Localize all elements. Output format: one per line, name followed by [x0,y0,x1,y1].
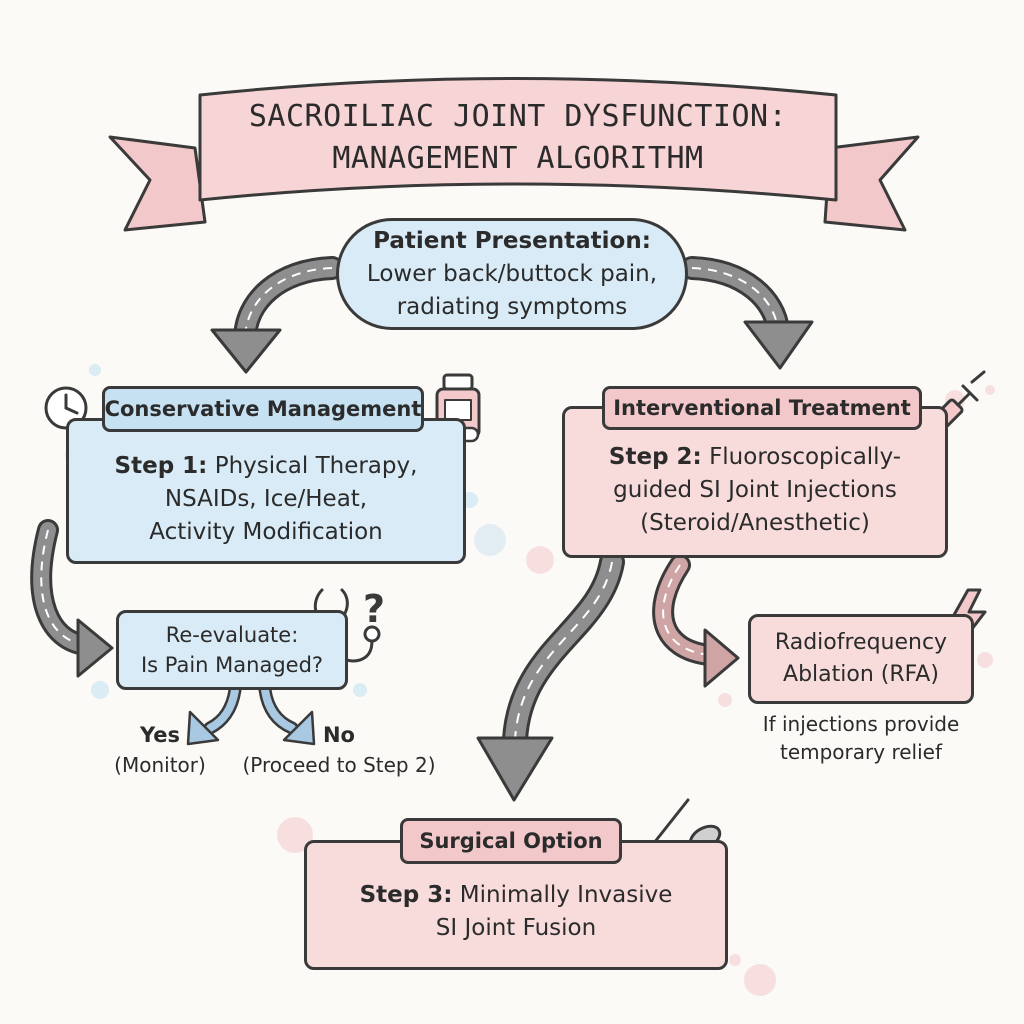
interventional-treatment-tag: Interventional Treatment [602,386,922,430]
rfa-note-line-1: If injections provide [762,712,960,736]
title-line-1: SACROILIAC JOINT DYSFUNCTION: [248,99,788,134]
presentation-line-2: radiating symptoms [396,293,628,320]
conservative-line-2: NSAIDs, Ice/Heat, [164,485,368,512]
interventional-tag-label: Interventional Treatment [613,396,911,420]
conservative-step-label: Step 1: [114,452,208,479]
rfa-line-1: Radiofrequency [774,630,948,655]
no-sub: (Proceed to Step 2) [242,753,436,777]
surgical-line-2: SI Joint Fusion [435,915,597,941]
yes-branch-label: Yes (Monitor) [100,720,220,780]
banner-left-tail [108,135,207,232]
surgical-step-text: Minimally Invasive [459,882,673,908]
surgical-option-tag: Surgical Option [400,818,622,864]
page-title: SACROILIAC JOINT DYSFUNCTION: MANAGEMENT… [200,96,836,180]
conservative-line-3: Activity Modification [149,518,383,545]
arrow-to-reevaluate [30,519,114,678]
conservative-management-tag: Conservative Management [102,386,424,432]
rfa-note-line-2: temporary relief [779,740,942,764]
surgical-option-node[interactable]: Step 3: Minimally Invasive SI Joint Fusi… [304,840,728,970]
arrow-yes [186,683,242,746]
yes-label: Yes [139,723,181,747]
surgical-tag-label: Surgical Option [419,829,603,853]
presentation-line-1: Lower back/buttock pain, [366,260,658,287]
banner-right-tail [823,135,920,232]
conservative-step-text: Physical Therapy, [214,452,418,479]
reevaluate-node[interactable]: Re-evaluate: Is Pain Managed? [116,610,348,690]
reevaluate-line-1: Re-evaluate: [165,623,299,647]
interventional-step-text: Fluoroscopically- [709,443,902,470]
interventional-line-2: guided SI Joint Injections [613,476,897,503]
patient-presentation-node[interactable]: Patient Presentation: Lower back/buttock… [336,218,688,330]
arrow-to-interventional [680,256,814,370]
rfa-node[interactable]: Radiofrequency Ablation (RFA) [748,614,974,704]
banner-body [198,77,838,202]
rfa-line-2: Ablation (RFA) [783,662,939,687]
no-label: No [322,723,355,747]
reevaluate-line-2: Is Pain Managed? [140,653,324,677]
title-banner [108,77,920,232]
conservative-line-1: Step 1: Physical Therapy, [115,450,418,483]
surgical-step-label: Step 3: [359,882,453,908]
presentation-heading: Patient Presentation: [373,227,651,254]
yes-sub: (Monitor) [114,753,206,777]
rfa-note: If injections provide temporary relief [730,710,992,766]
arrow-to-surgical [476,549,625,802]
arrow-no [258,683,316,746]
no-branch-label: No (Proceed to Step 2) [230,720,448,780]
surgical-line-1: Step 3: Minimally Invasive [360,879,673,912]
interventional-line-1: Step 2: Fluoroscopically- [609,441,901,474]
arrow-to-conservative [210,256,344,374]
watercolor-splashes [65,364,995,996]
interventional-treatment-node[interactable]: Step 2: Fluoroscopically- guided SI Join… [562,406,948,558]
title-line-2: MANAGEMENT ALGORITHM [332,141,704,176]
interventional-step-label: Step 2: [608,443,702,470]
conservative-tag-label: Conservative Management [104,397,422,421]
conservative-management-node[interactable]: Step 1: Physical Therapy, NSAIDs, Ice/He… [66,418,466,564]
arrow-to-rfa [652,554,740,688]
svg-text:?: ? [363,587,385,631]
interventional-line-3: (Steroid/Anesthetic) [640,509,870,536]
question-mark-icon: ? [363,587,385,631]
